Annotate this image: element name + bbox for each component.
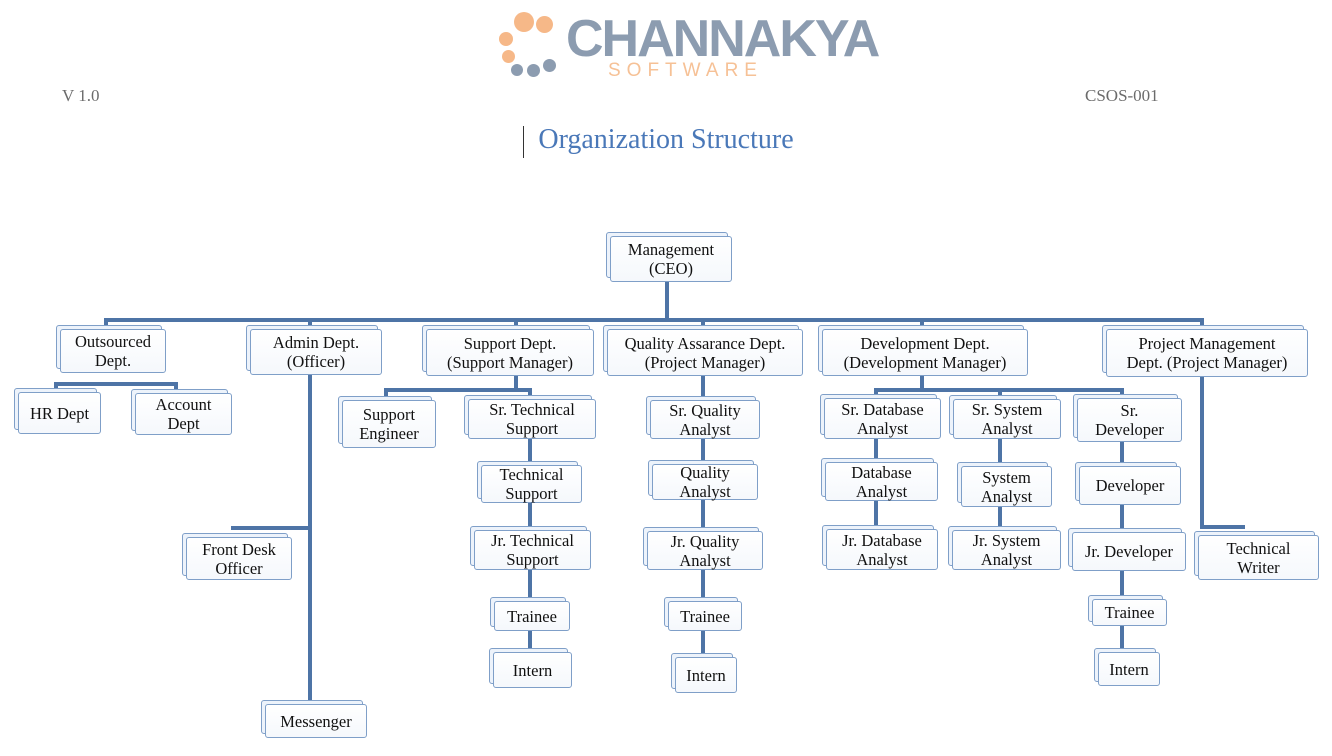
org-node-technical-support: Technical Support [477, 461, 582, 503]
org-node-sr-system-analyst: Sr. System Analyst [949, 395, 1061, 439]
org-node-support-intern: Intern [489, 648, 572, 688]
org-node-account-dept: Account Dept [131, 389, 232, 435]
logo-dot [543, 59, 556, 72]
org-node-ceo: Management (CEO) [606, 232, 732, 282]
logo-dot [511, 64, 523, 76]
org-node-quality-analyst: Quality Analyst [648, 460, 758, 501]
org-node-dev-intern: Intern [1094, 648, 1160, 686]
text-cursor [523, 126, 524, 158]
org-node-database-analyst: Database Analyst [821, 458, 938, 501]
org-node-messenger: Messenger [261, 700, 367, 738]
company-logo: CHANNAKYA SOFTWARE [496, 10, 880, 82]
org-node-front-desk-officer: Front Desk Officer [182, 533, 292, 580]
org-node-sr-technical-support: Sr. Technical Support [464, 395, 596, 439]
org-node-qa-trainee: Trainee [664, 597, 742, 631]
org-node-dev-trainee: Trainee [1088, 595, 1167, 626]
org-node-sr-developer: Sr. Developer [1073, 394, 1182, 442]
org-node-jr-developer: Jr. Developer [1068, 528, 1186, 571]
org-node-support-trainee: Trainee [490, 597, 570, 631]
org-node-jr-quality-analyst: Jr. Quality Analyst [643, 527, 763, 570]
org-node-support-engineer: Support Engineer [338, 396, 436, 448]
org-node-sr-database-analyst: Sr. Database Analyst [820, 394, 941, 439]
org-node-qa-intern: Intern [671, 653, 737, 693]
page-title: Organization Structure [538, 124, 794, 155]
org-node-jr-technical-support: Jr. Technical Support [470, 526, 591, 570]
logo-dot [499, 32, 513, 46]
org-node-technical-writer: Technical Writer [1194, 531, 1319, 580]
logo-dot [514, 12, 534, 32]
logo-subtitle: SOFTWARE [608, 60, 763, 81]
logo-dot [502, 50, 515, 63]
org-node-support-dept: Support Dept. (Support Manager) [422, 325, 594, 376]
org-node-hr-dept: HR Dept [14, 388, 101, 434]
org-node-developer: Developer [1075, 462, 1181, 505]
org-node-jr-system-analyst: Jr. System Analyst [948, 526, 1061, 570]
logo-dot [536, 16, 553, 33]
org-node-qa-dept: Quality Assarance Dept. (Project Manager… [603, 325, 803, 376]
org-node-jr-database-analyst: Jr. Database Analyst [822, 525, 938, 570]
logo-dot [527, 64, 540, 77]
document-code: CSOS-001 [1085, 86, 1159, 105]
version-label: V 1.0 [62, 86, 100, 105]
org-node-outsourced-dept: Outsourced Dept. [56, 325, 166, 373]
org-node-admin-dept: Admin Dept. (Officer) [246, 325, 382, 375]
org-node-sr-quality-analyst: Sr. Quality Analyst [646, 396, 760, 439]
org-node-system-analyst: System Analyst [957, 462, 1052, 507]
org-node-development-dept: Development Dept. (Development Manager) [818, 325, 1028, 376]
logo-name: CHANNAKYA [566, 10, 880, 68]
org-node-project-management-dept: Project Management Dept. (Project Manage… [1102, 325, 1308, 377]
